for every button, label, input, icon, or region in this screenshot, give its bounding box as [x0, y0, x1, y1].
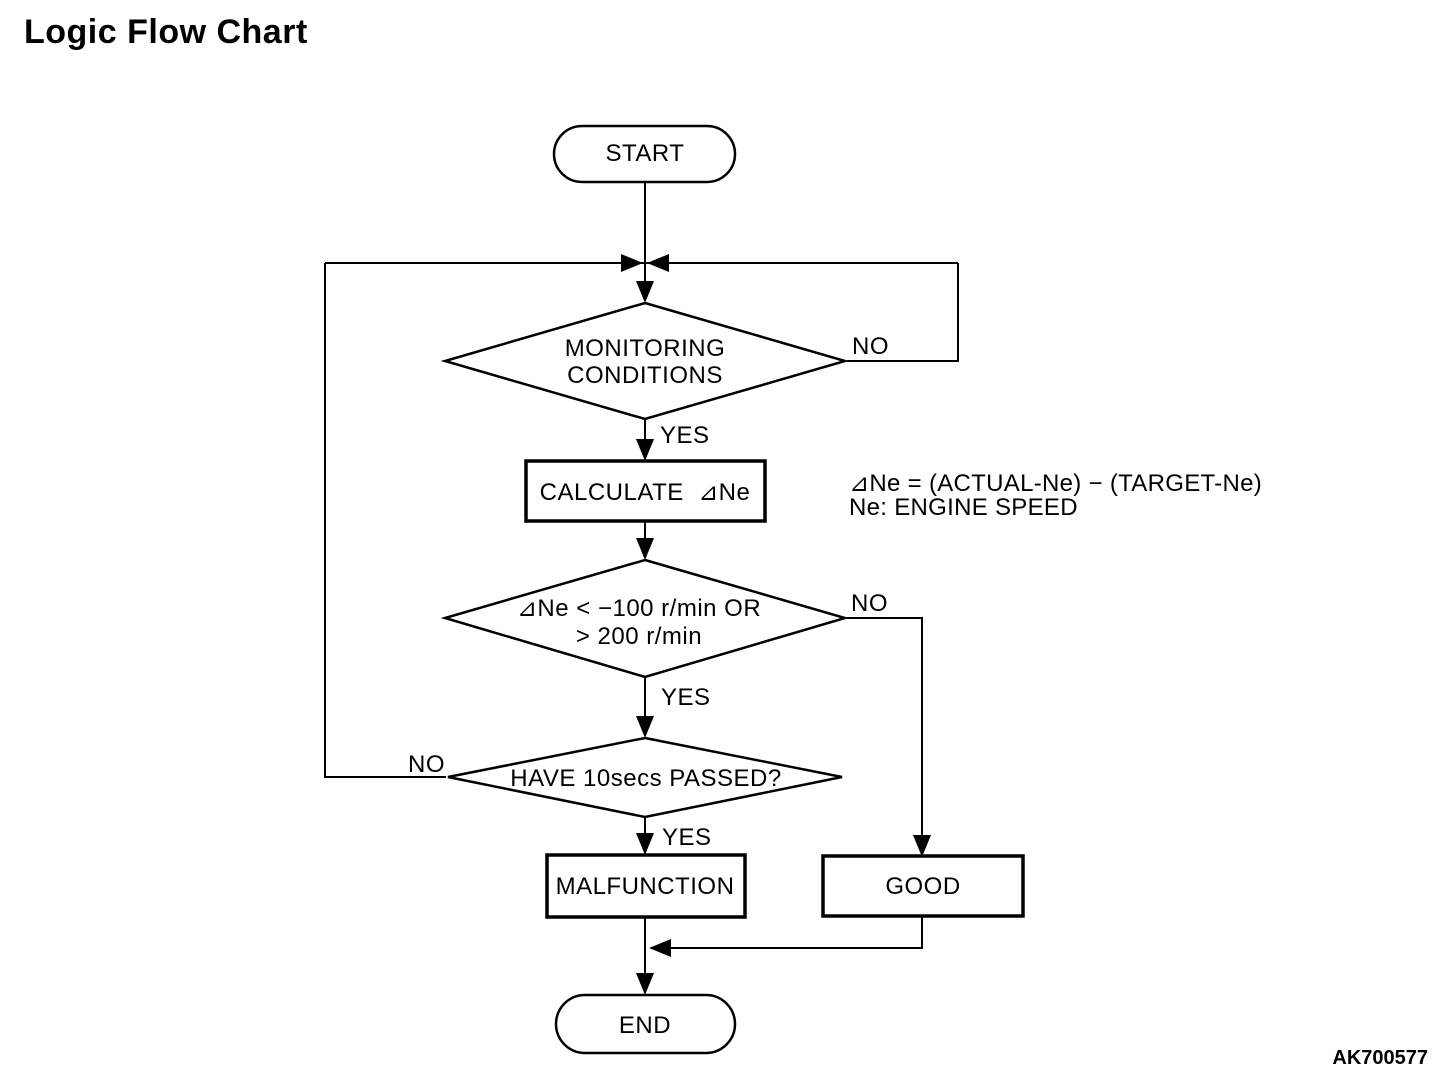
node-labels: START MONITORING CONDITIONS CALCULATE ⊿N…: [510, 140, 960, 1039]
edge-monitoring-no-loop: [847, 263, 959, 362]
node-shapes: [440, 124, 1025, 1055]
node-delta-check-shape: [440, 558, 850, 679]
edge-delta-no-to-good: [847, 617, 923, 853]
figure-code: AK700577: [1332, 1047, 1428, 1069]
edge-label-ten-secs-no: NO: [408, 751, 445, 778]
arrowhead-into-good: [913, 835, 931, 857]
node-good-shape: [821, 854, 1025, 918]
arrowheads: [621, 254, 931, 995]
node-calculate-shape: [524, 459, 767, 523]
node-good-label: GOOD: [885, 873, 960, 900]
node-malfunction-label: MALFUNCTION: [556, 873, 735, 900]
formula-line1: ⊿Ne = (ACTUAL-Ne) − (TARGET-Ne): [849, 470, 1262, 497]
arrowhead-junction-left: [647, 254, 669, 272]
edge-label-ten-secs-yes: YES: [662, 824, 712, 851]
edge-good-to-merge: [651, 916, 923, 949]
page-title: Logic Flow Chart: [24, 13, 308, 51]
arrowhead-into-tensecs: [636, 716, 654, 738]
node-monitoring-shape: [440, 301, 850, 421]
node-end-shape: [554, 993, 737, 1055]
node-ten-secs-label: HAVE 10secs PASSED?: [510, 765, 781, 792]
arrowhead-into-monitoring: [636, 281, 654, 303]
node-start-shape: [552, 124, 737, 184]
edge-label-delta-yes: YES: [661, 684, 711, 711]
node-end-label: END: [619, 1012, 671, 1039]
formula-annotation: ⊿Ne = (ACTUAL-Ne) − (TARGET-Ne) Ne: ENGI…: [849, 470, 1262, 521]
edge-label-delta-no: NO: [851, 590, 888, 617]
arrowhead-into-calculate: [636, 439, 654, 461]
edge-tensecs-no-loop: [324, 263, 446, 778]
formula-line2: Ne: ENGINE SPEED: [849, 494, 1078, 521]
node-monitoring-label-line1: MONITORING: [565, 335, 726, 362]
node-delta-check-label-line2: > 200 r/min: [576, 623, 702, 650]
node-start-label: START: [606, 140, 685, 167]
edges: [324, 182, 959, 993]
arrowhead-junction-right: [621, 254, 643, 272]
node-delta-check-label-line1: ⊿Ne < −100 r/min OR: [517, 595, 761, 622]
node-calculate-label: CALCULATE ⊿Ne: [540, 479, 751, 506]
edge-label-monitoring-no: NO: [852, 333, 889, 360]
node-ten-secs-shape: [447, 736, 843, 819]
arrowhead-into-malfunction: [636, 833, 654, 855]
edge-label-monitoring-yes: YES: [660, 422, 710, 449]
arrowhead-into-end: [636, 973, 654, 995]
edge-labels: YES NO YES NO YES NO: [408, 333, 889, 851]
arrowhead-into-delta: [636, 538, 654, 560]
arrowhead-merge-left: [649, 939, 671, 957]
node-malfunction-shape: [545, 853, 747, 919]
node-monitoring-label-line2: CONDITIONS: [567, 362, 723, 389]
